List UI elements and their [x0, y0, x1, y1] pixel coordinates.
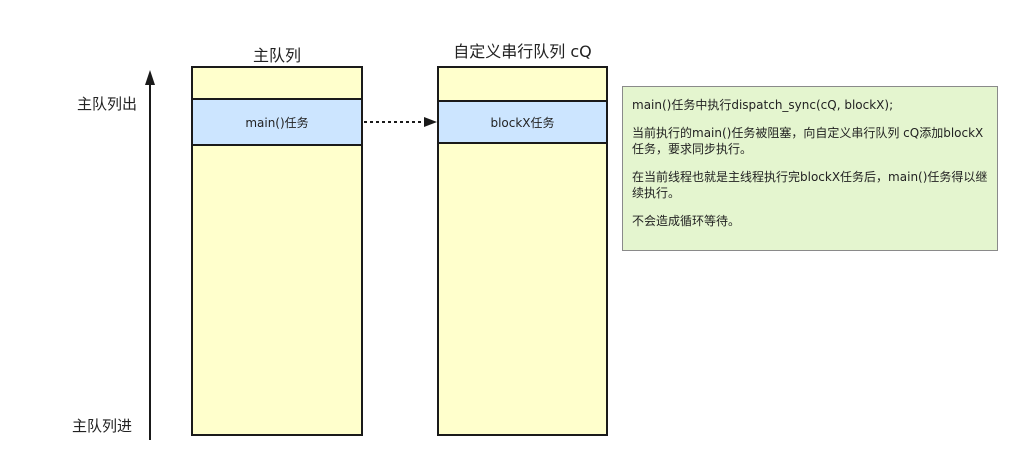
main-queue-box: main()任务	[191, 66, 363, 436]
main-task-label: main()任务	[245, 115, 309, 130]
note-paragraph-1: main()任务中执行dispatch_sync(cQ, blockX);	[632, 98, 894, 112]
dispatch-arrow	[364, 117, 437, 127]
axis-top-label: 主队列出	[77, 95, 138, 113]
custom-queue-title: 自定义串行队列 cQ	[453, 42, 592, 61]
custom-queue-box: blockX任务	[437, 66, 608, 436]
main-queue-title: 主队列	[252, 46, 301, 65]
main-task-block: main()任务	[193, 98, 361, 146]
explanation-note: main()任务中执行dispatch_sync(cQ, blockX); 当前…	[622, 86, 998, 251]
note-paragraph-3: 在当前线程也就是主线程执行完blockX任务后，main()任务得以继续执行。	[632, 170, 988, 200]
queue-axis-arrow	[145, 70, 155, 440]
note-paragraph-2: 当前执行的main()任务被阻塞，向自定义串行队列 cQ添加blockX任务，要…	[632, 126, 984, 156]
note-paragraph-4: 不会造成循环等待。	[632, 214, 741, 228]
blockx-task-label: blockX任务	[490, 115, 555, 130]
blockx-task-block: blockX任务	[439, 100, 606, 144]
axis-bottom-label: 主队列进	[72, 417, 133, 435]
